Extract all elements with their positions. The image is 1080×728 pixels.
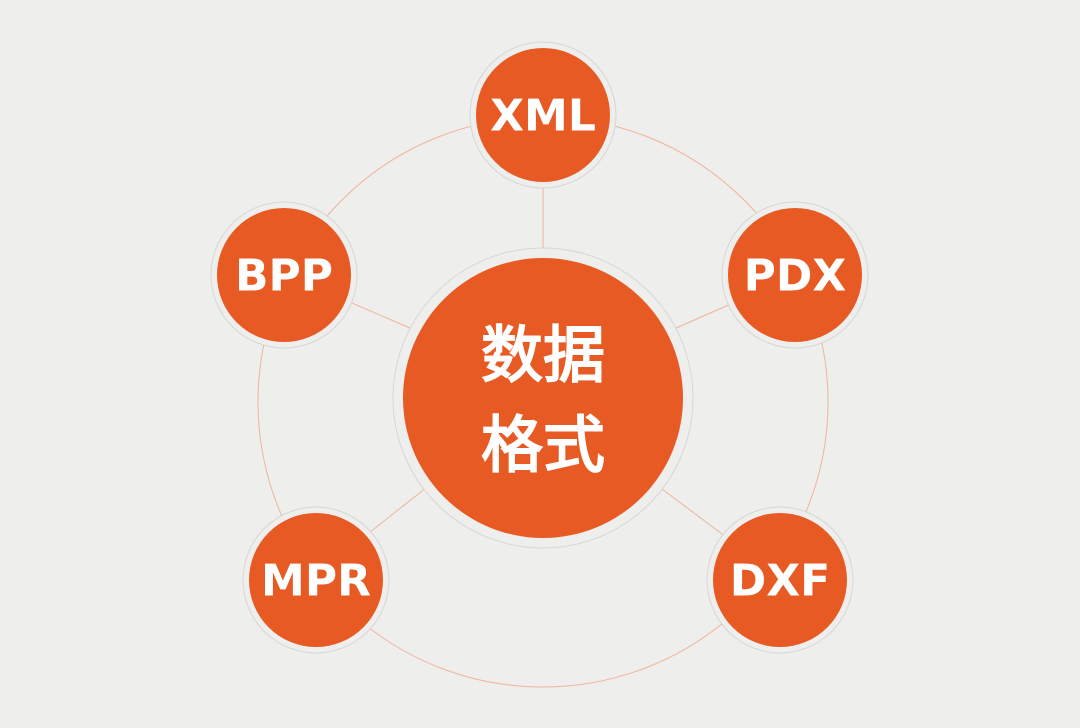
node-bpp-label: BPP (235, 251, 333, 302)
node-dxf (713, 513, 847, 647)
node-pdx (728, 208, 862, 342)
connector-dxf (649, 479, 731, 541)
node-pdx-label: PDX (744, 251, 847, 302)
center-label-line1: 数据 (481, 319, 605, 392)
center-node (403, 258, 683, 538)
connector-mpr (359, 479, 437, 541)
center-label-line2: 格式 (481, 409, 605, 482)
node-xml (476, 48, 610, 182)
node-dxf-label: DXF (730, 556, 831, 607)
node-mpr (249, 513, 383, 647)
node-bpp (217, 208, 351, 342)
node-xml-label: XML (490, 91, 596, 142)
node-mpr-label: MPR (261, 556, 371, 607)
